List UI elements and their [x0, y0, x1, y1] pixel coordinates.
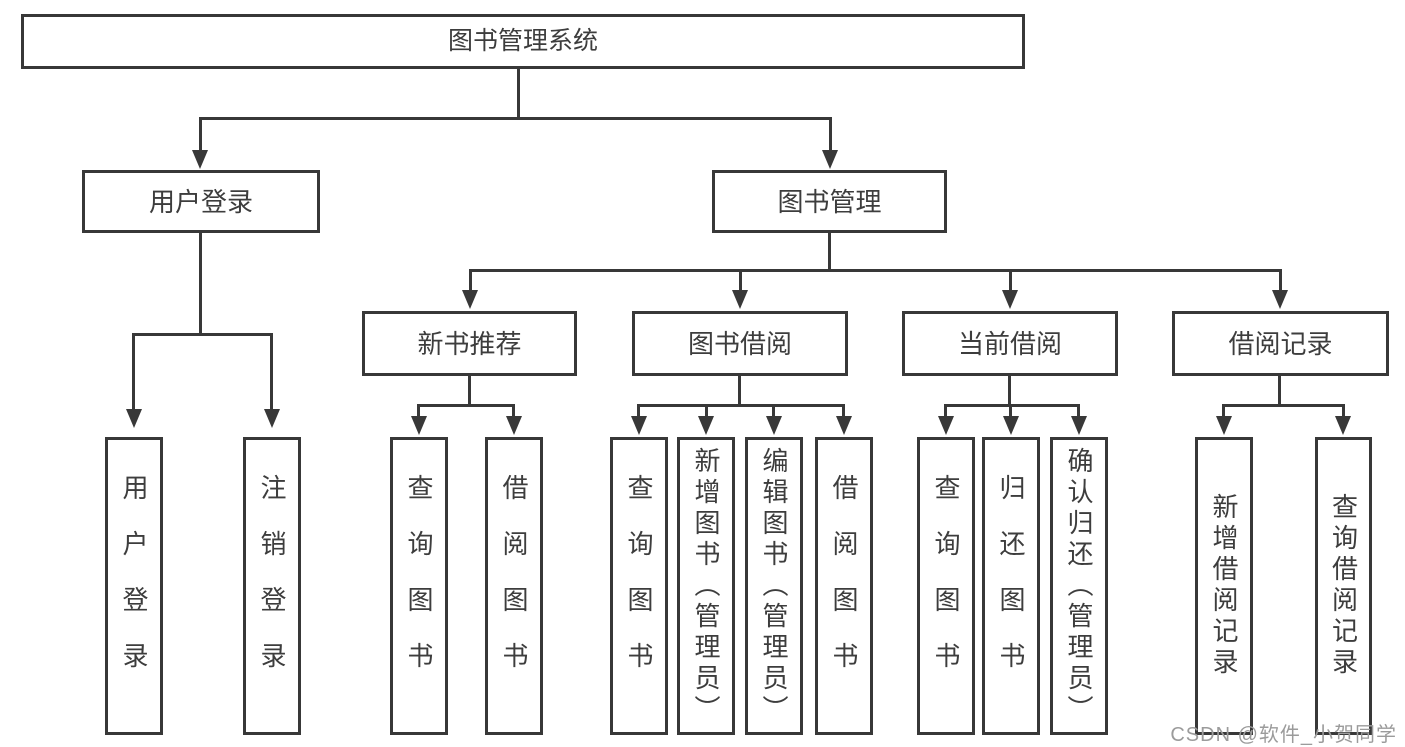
- node-confirm-return-admin: 确认归还（管理员）: [1050, 437, 1108, 735]
- node-label: 新增借阅记录: [1209, 493, 1239, 679]
- connector-line: [1278, 374, 1281, 407]
- connector-line: [132, 333, 135, 411]
- arrow-down-icon: [1003, 416, 1019, 435]
- arrow-down-icon: [822, 150, 838, 169]
- connector-line: [842, 404, 845, 417]
- node-borrowing-records: 借阅记录: [1172, 311, 1389, 376]
- connector-line: [828, 231, 831, 272]
- connector-line: [1077, 404, 1080, 417]
- connector-line: [199, 117, 202, 151]
- arrow-down-icon: [411, 416, 427, 435]
- node-label: 查询图书: [624, 474, 654, 698]
- connector-line: [637, 404, 640, 417]
- node-query-borrow-record: 查询借阅记录: [1315, 437, 1372, 735]
- node-label: 图书管理: [777, 186, 882, 217]
- connector-line: [512, 404, 515, 417]
- connector-line: [1279, 269, 1282, 292]
- node-label: 注销登录: [257, 474, 287, 698]
- node-label: 新增图书（管理员）: [691, 446, 721, 726]
- node-label: 图书管理系统: [447, 27, 598, 55]
- node-logout: 注销登录: [243, 437, 301, 735]
- connector-line: [1008, 374, 1011, 407]
- node-label: 用户登录: [148, 186, 253, 217]
- node-label: 借阅图书: [499, 474, 529, 698]
- arrow-down-icon: [938, 416, 954, 435]
- node-add-books-admin: 新增图书（管理员）: [677, 437, 735, 735]
- arrow-down-icon: [1071, 416, 1087, 435]
- connector-line: [705, 404, 708, 417]
- connector-line: [944, 404, 947, 417]
- node-add-borrow-record: 新增借阅记录: [1195, 437, 1253, 735]
- node-user-login-leaf: 用户登录: [105, 437, 163, 735]
- connector-line: [199, 117, 832, 120]
- node-label: 查询图书: [931, 474, 961, 698]
- node-label: 确认归还（管理员）: [1064, 446, 1094, 726]
- connector-line: [199, 231, 202, 335]
- arrow-down-icon: [264, 409, 280, 428]
- connector-line: [637, 404, 845, 407]
- connector-line: [1222, 404, 1225, 417]
- node-edit-books-admin: 编辑图书（管理员）: [745, 437, 803, 735]
- node-label: 归还图书: [996, 474, 1026, 698]
- arrow-down-icon: [1002, 290, 1018, 309]
- connector-line: [270, 333, 273, 411]
- node-current-borrowing: 当前借阅: [902, 311, 1118, 376]
- node-label: 图书借阅: [687, 328, 792, 359]
- connector-line: [517, 67, 520, 119]
- node-label: 用户登录: [119, 474, 149, 698]
- arrow-down-icon: [462, 290, 478, 309]
- connector-line: [944, 404, 1080, 407]
- connector-line: [738, 374, 741, 407]
- connector-line: [1222, 404, 1345, 407]
- connector-line: [1009, 404, 1012, 417]
- connector-line: [417, 404, 515, 407]
- node-label: 当前借阅: [957, 328, 1062, 359]
- node-label: 查询借阅记录: [1328, 493, 1359, 679]
- node-new-book-recommend: 新书推荐: [362, 311, 577, 376]
- node-label: 编辑图书（管理员）: [759, 446, 789, 726]
- connector-line: [1342, 404, 1345, 417]
- node-library-management-system: 图书管理系统: [21, 14, 1025, 69]
- node-borrow-books: 借阅图书: [815, 437, 873, 735]
- arrow-down-icon: [766, 416, 782, 435]
- connector-line: [468, 374, 471, 407]
- node-label: 借阅图书: [829, 474, 859, 698]
- node-user-login: 用户登录: [82, 170, 320, 233]
- node-book-borrowing: 图书借阅: [632, 311, 848, 376]
- arrow-down-icon: [631, 416, 647, 435]
- connector-line: [829, 117, 832, 151]
- arrow-down-icon: [1272, 290, 1288, 309]
- arrow-down-icon: [732, 290, 748, 309]
- node-borrow-books-recommend: 借阅图书: [485, 437, 543, 735]
- connector-line: [469, 269, 472, 292]
- arrow-down-icon: [698, 416, 714, 435]
- node-query-books-recommend: 查询图书: [390, 437, 448, 735]
- node-query-books: 查询图书: [610, 437, 668, 735]
- arrow-down-icon: [1335, 416, 1351, 435]
- connector-line: [469, 269, 1282, 272]
- connector-line: [417, 404, 420, 417]
- node-label: 借阅记录: [1228, 328, 1333, 359]
- arrow-down-icon: [506, 416, 522, 435]
- connector-line: [1009, 269, 1012, 292]
- node-query-books-current: 查询图书: [917, 437, 975, 735]
- connector-line: [772, 404, 775, 417]
- node-return-books: 归还图书: [982, 437, 1040, 735]
- arrow-down-icon: [836, 416, 852, 435]
- arrow-down-icon: [192, 150, 208, 169]
- watermark: CSDN @软件_小贺同学: [1170, 724, 1397, 746]
- connector-line: [739, 269, 742, 292]
- node-book-management: 图书管理: [712, 170, 947, 233]
- connector-line: [132, 333, 273, 336]
- node-label: 新书推荐: [417, 328, 522, 359]
- node-label: 查询图书: [404, 474, 434, 698]
- arrow-down-icon: [1216, 416, 1232, 435]
- arrow-down-icon: [126, 409, 142, 428]
